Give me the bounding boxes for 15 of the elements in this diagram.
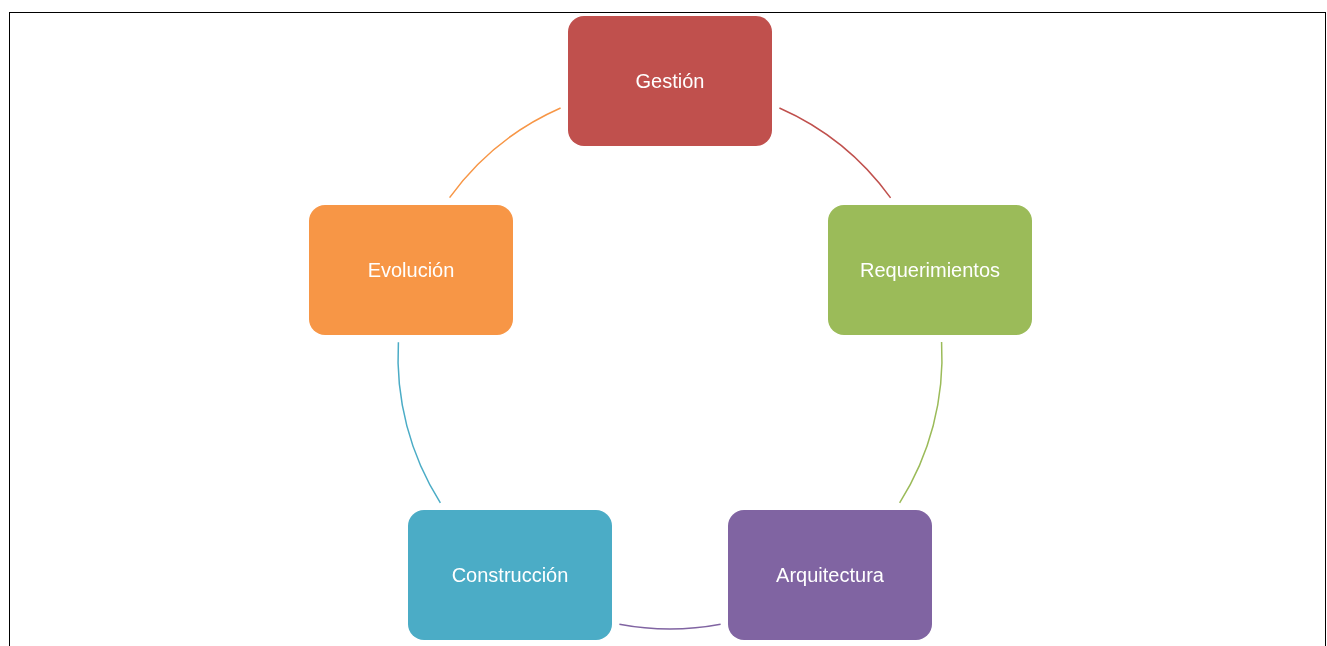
connector-arc — [618, 623, 722, 630]
connector-arc — [448, 107, 562, 199]
box-label: Arquitectura — [776, 563, 884, 587]
box-label: Evolución — [367, 258, 455, 282]
box-label: Gestión — [635, 69, 705, 93]
process-box — [728, 510, 932, 640]
connector-arc — [397, 341, 442, 504]
connector-arc — [778, 107, 892, 199]
connector-arc — [898, 341, 943, 504]
process-box — [828, 205, 1032, 335]
box-label: Construcción — [451, 563, 569, 587]
process-box — [568, 16, 772, 146]
process-box — [408, 510, 612, 640]
process-box — [309, 205, 513, 335]
box-label: Requerimientos — [859, 258, 1001, 282]
